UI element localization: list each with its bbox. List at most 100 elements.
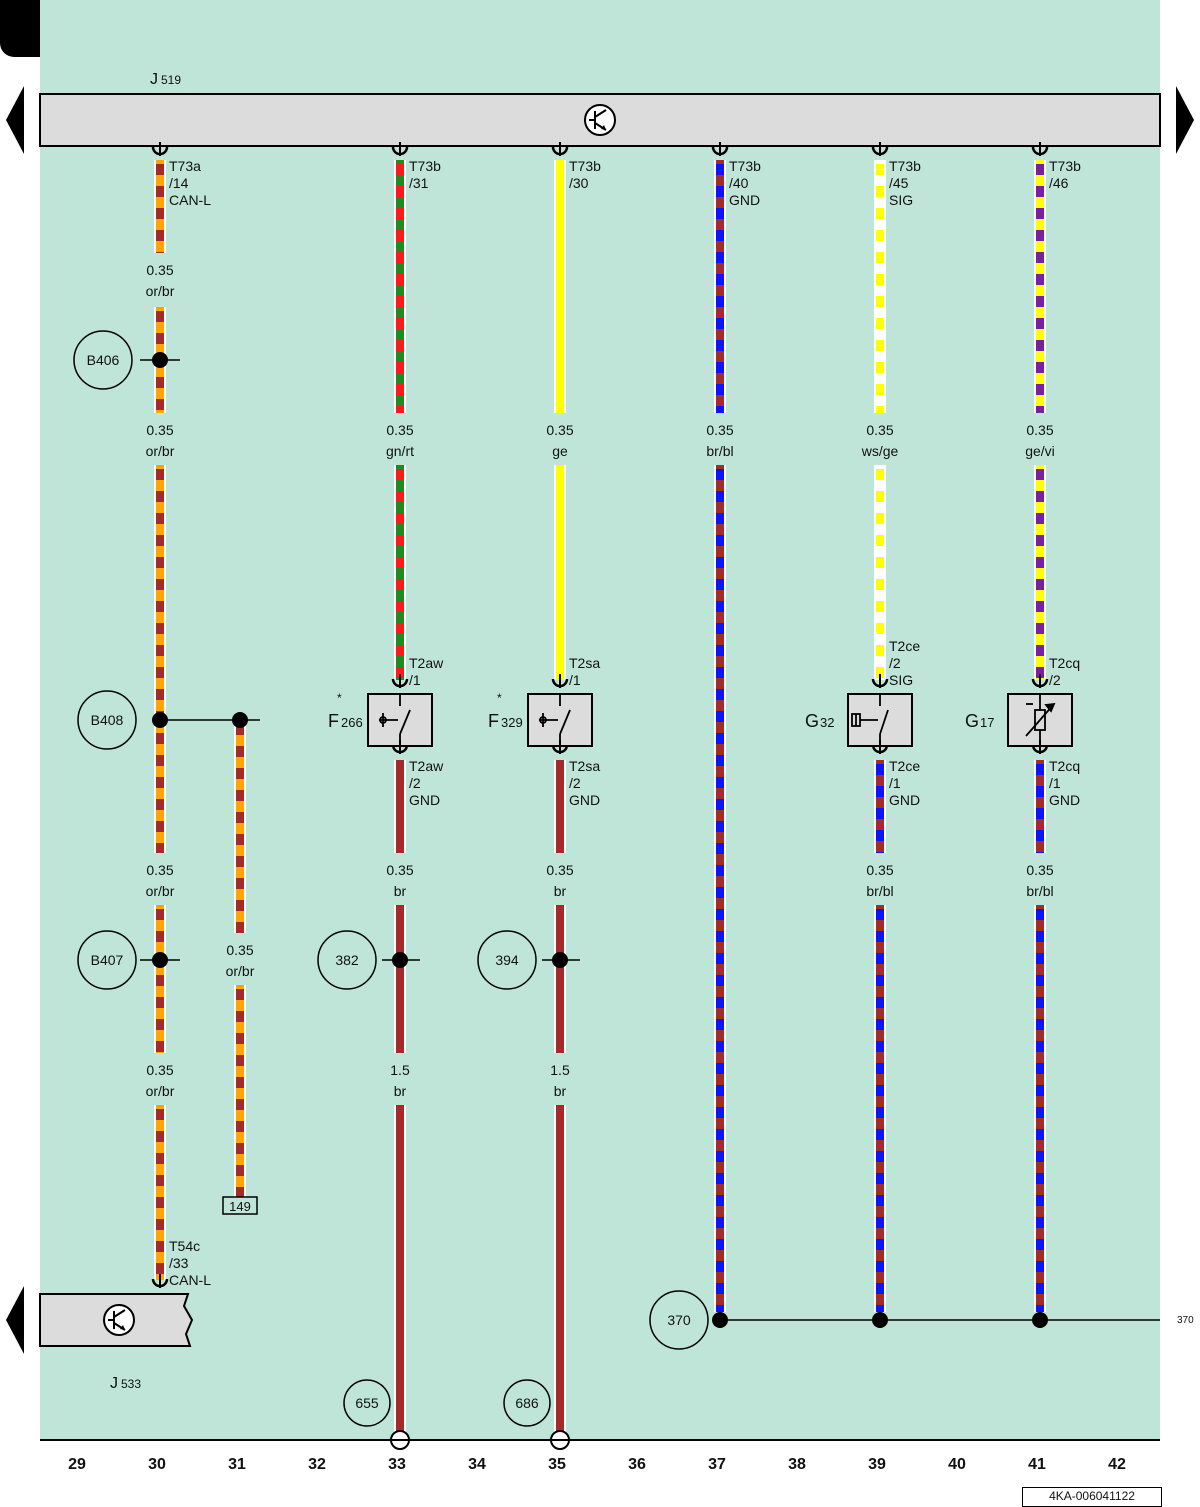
wire-35-a[interactable] <box>556 160 564 413</box>
wire-35-b[interactable] <box>556 465 564 680</box>
wire-33-d[interactable] <box>396 905 404 1053</box>
wire-41-a[interactable] <box>1036 160 1044 413</box>
page-prev-arrow-top[interactable] <box>6 86 24 154</box>
wire-37-b-stripe <box>716 513 724 524</box>
page-prev-arrow-bottom[interactable] <box>6 1286 24 1354</box>
wire-35-c[interactable] <box>556 760 564 853</box>
wire-30-e-stripe <box>156 1153 164 1164</box>
wire-37-a-stripe <box>716 384 724 395</box>
wire-41-b[interactable] <box>1036 465 1044 680</box>
connector-label: B407 <box>91 952 124 968</box>
component-g17[interactable] <box>1007 693 1073 747</box>
pin-label-t2ce-2: SIG <box>889 672 913 688</box>
wire-41-c[interactable] <box>1036 760 1044 853</box>
wire-31-b[interactable] <box>236 985 244 1197</box>
wire-30-d-stripe <box>156 975 164 986</box>
connector-394[interactable]: 394 <box>477 930 537 990</box>
wire-30-e[interactable] <box>156 1105 164 1280</box>
wire-30-a-stripe <box>156 208 164 219</box>
wire-39-d-stripe <box>876 1217 884 1228</box>
connector-label: 686 <box>515 1395 539 1411</box>
wire-35-e[interactable] <box>556 1105 564 1432</box>
wire-37-a[interactable] <box>716 160 724 413</box>
wire-41-b-stripe <box>1036 623 1044 634</box>
wire-37-b-stripe <box>716 1019 724 1030</box>
f266-sub: 266 <box>341 715 363 730</box>
connector-382[interactable]: 382 <box>317 930 377 990</box>
wire-size-w30c: 0.35 <box>146 862 173 878</box>
wire-35-d[interactable] <box>556 905 564 1053</box>
wire-33-a-stripe <box>396 406 404 413</box>
wire-39-b-stripe <box>876 645 884 656</box>
wire-color-w41a: ge/vi <box>1025 443 1055 459</box>
connector-686[interactable]: 686 <box>503 1379 551 1427</box>
connector-370[interactable]: 370 <box>649 1290 709 1350</box>
component-g32[interactable] <box>847 693 913 747</box>
wire-33-e[interactable] <box>396 1105 404 1432</box>
j519-sub: 519 <box>161 73 181 87</box>
pin-label-t73b-46: /46 <box>1049 175 1069 191</box>
wire-39-c[interactable] <box>876 760 884 853</box>
page-next-arrow[interactable] <box>1176 86 1194 154</box>
wire-33-a[interactable] <box>396 160 404 413</box>
connector-b408[interactable]: B408 <box>77 690 137 750</box>
connector-b406[interactable]: B406 <box>73 330 133 390</box>
column-number: 40 <box>948 1456 966 1473</box>
wire-30-c-stripe <box>156 799 164 810</box>
wire-39-a-stripe <box>876 296 884 307</box>
wire-39-a-stripe <box>876 164 884 175</box>
wire-30-c-stripe <box>156 645 164 656</box>
component-f329[interactable] <box>527 693 593 747</box>
wire-37-b-stripe <box>716 667 724 678</box>
wire-33-a-stripe <box>396 252 404 263</box>
connector-label: 655 <box>355 1395 379 1411</box>
wire-30-a[interactable] <box>156 160 164 253</box>
j533-sub: 533 <box>121 1377 141 1391</box>
wire-41-d-stripe <box>1036 1129 1044 1140</box>
wire-30-c-stripe <box>156 557 164 568</box>
pin-label-t2ce-1: /1 <box>889 775 901 791</box>
wire-41-c-stripe <box>1036 764 1044 775</box>
splice-dot-370-c <box>1032 1312 1048 1328</box>
wire-33-b[interactable] <box>396 465 404 680</box>
wire-30-c[interactable] <box>156 465 164 853</box>
wire-33-c[interactable] <box>396 760 404 853</box>
wire-30-a-stripe <box>156 252 164 253</box>
pin-label-t2sa-1: T2sa <box>569 655 600 671</box>
wire-37-b-stripe <box>716 909 724 920</box>
wire-color-w30a: or/br <box>146 283 175 299</box>
wire-37-b-stripe <box>716 997 724 1008</box>
wire-39-d-stripe <box>876 931 884 942</box>
component-f266[interactable] <box>367 693 433 747</box>
column-number: 41 <box>1028 1456 1046 1473</box>
connector-label: 382 <box>335 952 359 968</box>
wire-39-b[interactable] <box>876 465 884 680</box>
wire-30-c-stripe <box>156 733 164 744</box>
reference-box-149[interactable]: 149 <box>222 1196 258 1215</box>
wire-39-a[interactable] <box>876 160 884 413</box>
wire-color-w33a: gn/rt <box>386 443 414 459</box>
connector-b407[interactable]: B407 <box>77 930 137 990</box>
wire-39-d-stripe <box>876 1151 884 1162</box>
wire-41-b-stripe <box>1036 645 1044 656</box>
wire-41-d-stripe <box>1036 1151 1044 1162</box>
wire-41-d-stripe <box>1036 1063 1044 1074</box>
wire-size-w33b: 0.35 <box>386 862 413 878</box>
wire-31-b-stripe <box>236 1187 244 1197</box>
wire-31-a-stripe <box>236 878 244 889</box>
wire-33-a-stripe <box>396 230 404 241</box>
wire-41-d-stripe <box>1036 1261 1044 1272</box>
wire-color-w31: or/br <box>226 963 255 979</box>
connector-655[interactable]: 655 <box>343 1379 391 1427</box>
wire-41-d-stripe <box>1036 1085 1044 1096</box>
g17-label: G <box>965 711 979 731</box>
wire-31-a[interactable] <box>236 720 244 933</box>
wire-41-b-stripe <box>1036 469 1044 480</box>
g32-label: G <box>805 711 819 731</box>
wire-37-b-stripe <box>716 557 724 568</box>
column-number: 37 <box>708 1456 726 1473</box>
wire-color-w30d: or/br <box>146 1083 175 1099</box>
wire-33-a-stripe <box>396 164 404 175</box>
wire-30-d-stripe <box>156 1041 164 1052</box>
wire-37-b-stripe <box>716 1305 724 1312</box>
